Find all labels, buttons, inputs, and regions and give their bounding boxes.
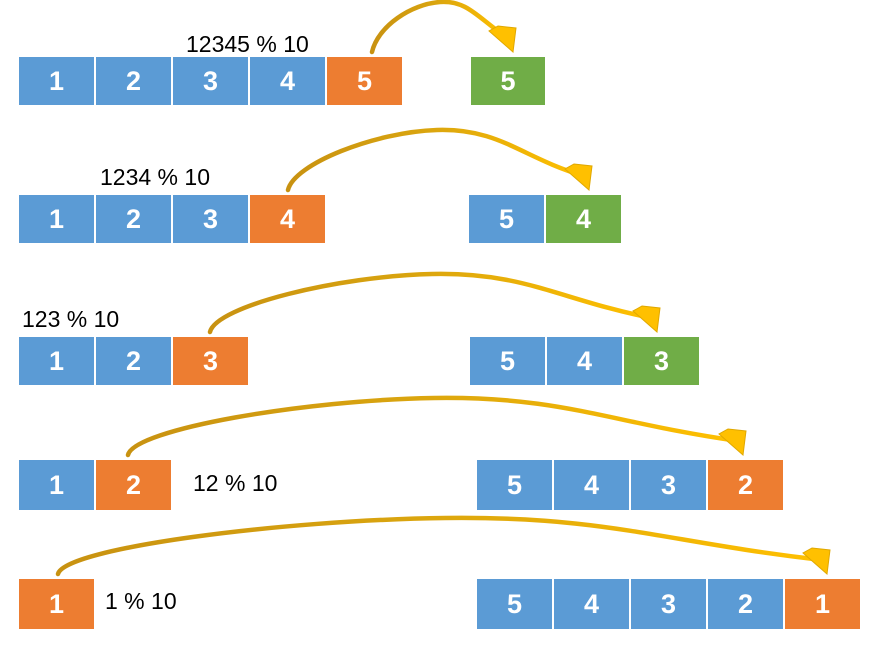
digit-cell-source-1: 1 bbox=[18, 578, 95, 630]
digit-cell-source-3: 3 bbox=[172, 56, 249, 106]
digit-cell-source-2: 2 bbox=[95, 194, 172, 244]
digit-cell-source-5: 5 bbox=[326, 56, 403, 106]
digit-cell-target-1: 1 bbox=[784, 578, 861, 630]
digit-cell-source-2: 2 bbox=[95, 336, 172, 386]
digit-cell-target-4: 4 bbox=[545, 194, 622, 244]
modulo-transfer-arrow bbox=[369, 0, 511, 55]
modulo-expression-label: 12345 % 10 bbox=[186, 31, 309, 57]
digit-cell-source-1: 1 bbox=[18, 336, 95, 386]
arrow-head-icon bbox=[564, 163, 593, 191]
digit-cell-target-5: 5 bbox=[470, 56, 546, 106]
arrow-head-icon bbox=[488, 25, 517, 53]
digit-cell-target-3: 3 bbox=[630, 459, 707, 511]
digit-cell-target-5: 5 bbox=[469, 336, 546, 386]
digit-cell-target-2: 2 bbox=[707, 459, 784, 511]
digit-cell-target-5: 5 bbox=[468, 194, 545, 244]
digit-cell-target-5: 5 bbox=[476, 459, 553, 511]
modulo-expression-label: 123 % 10 bbox=[22, 306, 120, 332]
digit-cell-source-4: 4 bbox=[249, 194, 326, 244]
arrow-head-icon bbox=[718, 428, 747, 456]
digit-cell-target-5: 5 bbox=[476, 578, 553, 630]
modulo-transfer-arrow bbox=[285, 127, 587, 193]
modulo-transfer-arrow bbox=[55, 515, 825, 577]
arrow-head-icon bbox=[632, 305, 661, 333]
modulo-transfer-arrow bbox=[207, 271, 655, 335]
modulo-expression-label: 1 % 10 bbox=[105, 588, 177, 614]
digit-cell-target-2: 2 bbox=[707, 578, 784, 630]
digit-cell-source-3: 3 bbox=[172, 336, 249, 386]
digit-cell-source-4: 4 bbox=[249, 56, 326, 106]
modulo-expression-label: 12 % 10 bbox=[193, 470, 278, 496]
digit-cell-target-4: 4 bbox=[553, 459, 630, 511]
digit-cell-target-3: 3 bbox=[623, 336, 700, 386]
digit-cell-source-2: 2 bbox=[95, 459, 172, 511]
digit-cell-target-4: 4 bbox=[553, 578, 630, 630]
digit-cell-target-3: 3 bbox=[630, 578, 707, 630]
modulo-transfer-arrow bbox=[125, 395, 741, 458]
digit-cell-target-4: 4 bbox=[546, 336, 623, 386]
digit-cell-source-1: 1 bbox=[18, 56, 95, 106]
digit-cell-source-1: 1 bbox=[18, 459, 95, 511]
digit-cell-source-3: 3 bbox=[172, 194, 249, 244]
arrow-head-icon bbox=[802, 547, 831, 575]
digit-cell-source-2: 2 bbox=[95, 56, 172, 106]
digit-cell-source-1: 1 bbox=[18, 194, 95, 244]
modulo-expression-label: 1234 % 10 bbox=[100, 164, 210, 190]
